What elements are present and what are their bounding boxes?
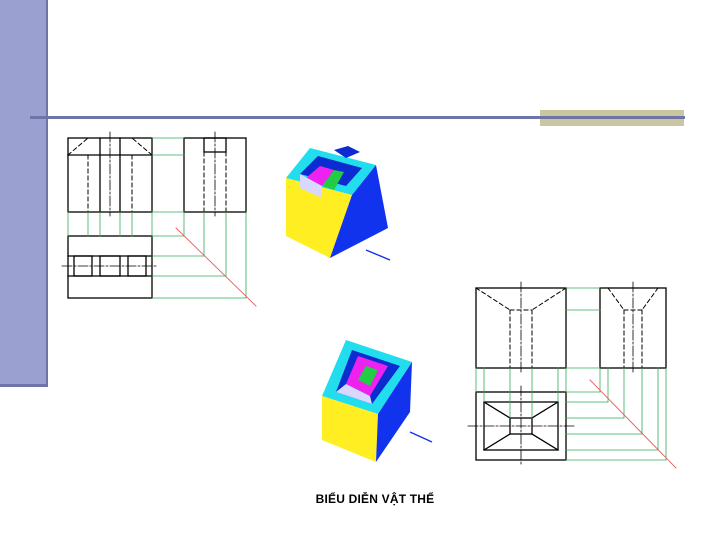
accent-block: [540, 110, 684, 126]
orthographic-views-2: [467, 281, 677, 469]
caption: BIỂU DIỄN VẬT THỂ: [315, 492, 435, 506]
orthographic-views-1: [61, 131, 257, 307]
isometric-block-1: [286, 146, 391, 261]
projection-lines-2: [475, 287, 667, 461]
top-view-1: [67, 235, 153, 299]
title-divider: [30, 116, 685, 119]
isometric-block-2: [322, 340, 433, 462]
side-view-hidden-2: [607, 287, 659, 369]
side-view-hidden-1: [203, 151, 227, 213]
miter-line-2: [589, 379, 677, 469]
projection-lines-1: [67, 137, 247, 299]
slide-sidebar: [0, 0, 48, 387]
miter-line-1: [175, 227, 257, 307]
top-view-centerlines-2: [467, 385, 575, 467]
front-view-hidden-1: [67, 137, 153, 213]
